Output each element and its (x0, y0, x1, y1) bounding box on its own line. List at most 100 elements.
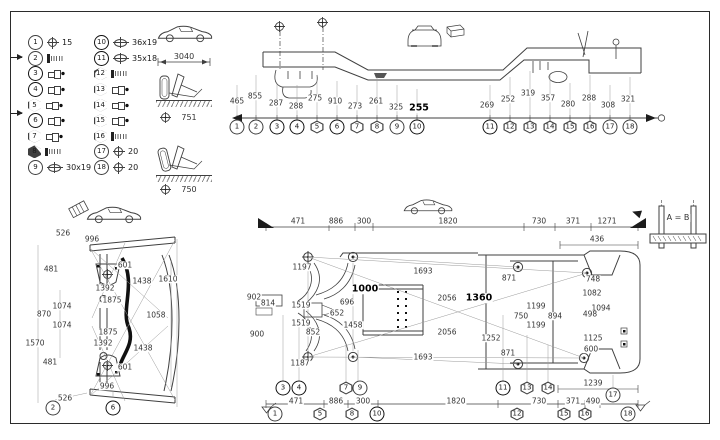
hole-size-label: 35x18 (132, 53, 158, 63)
hole-size-label: 15 (62, 38, 73, 48)
dim-label: 319 (519, 88, 537, 98)
point-12-marker: 12 (94, 67, 107, 81)
point-5-marker: 5 (313, 407, 327, 421)
point-15-marker: 15 (563, 120, 577, 134)
dim-label: 1058 (145, 310, 167, 320)
dim-label: 2056 (436, 327, 458, 337)
dim-label: 490 (584, 396, 602, 406)
point-10-marker: 10 (409, 119, 425, 135)
car-side-icon (403, 199, 453, 215)
target-icon (274, 21, 285, 32)
target-icon (112, 161, 125, 174)
point-13-marker: 13 (520, 381, 534, 395)
wheelbase-dim: 3040 (172, 52, 196, 61)
dim-label: 308 (599, 100, 617, 110)
dim-label: 471 (287, 396, 305, 406)
point-9-marker: 9 (389, 119, 405, 135)
dim-label: 261 (367, 96, 385, 106)
dim-label: 269 (478, 100, 496, 110)
legend-row-2: 2 (28, 50, 91, 66)
dim-label: 1187 (289, 358, 311, 368)
dim-label: 288 (580, 93, 598, 103)
point-5-marker: 5 (310, 120, 324, 134)
dim-label: 1094 (590, 303, 612, 313)
reference-drawing (157, 25, 213, 195)
screw-icon (47, 54, 64, 63)
legend-row-5: 5 (28, 98, 91, 112)
dim-label: 1239 (582, 378, 604, 388)
dim-label: 436 (588, 234, 606, 244)
point-15-marker: 15 (94, 114, 107, 128)
point-8-marker: 8 (345, 407, 359, 421)
point-2-marker: 2 (248, 119, 264, 135)
point-5-marker: 5 (28, 98, 41, 112)
point-4-marker: 4 (289, 119, 305, 135)
dim-label: 652 (328, 308, 346, 318)
dim-label: 1199 (525, 320, 547, 330)
target-icon (112, 37, 129, 49)
hole-size-label: 20 (128, 163, 139, 172)
dim-label: 471 (289, 216, 307, 226)
legend-row-8: 8 (28, 145, 91, 159)
bolt-icon (46, 101, 63, 111)
dim-label: 601 (116, 260, 134, 270)
ground-hatch (156, 175, 212, 182)
dim-label: 481 (41, 357, 59, 367)
dim-label: 855 (246, 91, 264, 101)
point-13-marker: 13 (94, 83, 107, 97)
point-16-marker: 16 (94, 129, 107, 143)
legend-row-16: 16 (94, 129, 157, 144)
bolt-icon (112, 101, 129, 111)
dim-label: 1438 (131, 276, 153, 286)
legend-row-13: 13 (94, 83, 157, 97)
target-icon (160, 112, 171, 123)
dim-label: 321 (619, 94, 637, 104)
legend-row-15: 15 (94, 114, 157, 128)
dim-label: 814 (259, 298, 277, 308)
plan-view-panel: 471 886 300 1820 730 371 1271 1197 902 8… (245, 195, 672, 435)
dim-label: 300 (355, 216, 373, 226)
point-16-marker: 16 (578, 407, 592, 421)
point-1-marker: 1 (267, 406, 283, 422)
dim-label: 1875 (97, 327, 119, 337)
point-3-marker: 3 (28, 66, 43, 82)
point-6-marker: 6 (329, 119, 345, 135)
point-14-marker: 14 (94, 98, 107, 112)
dim-label: 481 (42, 264, 60, 274)
point-10-marker: 10 (94, 35, 109, 51)
dim-label: 357 (539, 93, 557, 103)
point-14-marker: 14 (543, 120, 557, 134)
target-icon (112, 145, 125, 158)
legend-row-3: 3 (28, 66, 91, 82)
ground-hatch (156, 100, 212, 107)
dim-label: 1693 (412, 266, 434, 276)
dim-label: 1199 (525, 301, 547, 311)
point-18-marker: 18 (620, 406, 636, 422)
legend-row-4: 4 (28, 82, 91, 98)
point-4-marker: 4 (28, 82, 43, 98)
dim-label: 273 (346, 101, 364, 111)
screw-icon (111, 69, 128, 79)
point-2-marker: 2 (45, 400, 61, 416)
dim-label: 255 (408, 102, 430, 114)
dim-label: 902 (245, 292, 263, 302)
target-icon (317, 17, 328, 28)
dim-label: 1197 (291, 262, 313, 272)
dim-label: 696 (338, 297, 356, 307)
dim-label: 601 (116, 362, 134, 372)
dim-label: 325 (387, 102, 405, 112)
hole-size-label: 30x19 (66, 163, 92, 172)
dim-label: 886 (327, 216, 345, 226)
legend-row-6: 6 (28, 113, 91, 129)
dim-label: 1360 (464, 292, 494, 304)
front-member-drawing (37, 200, 180, 407)
target-icon (46, 36, 59, 49)
legend-row2-arrow-icon (11, 53, 23, 60)
